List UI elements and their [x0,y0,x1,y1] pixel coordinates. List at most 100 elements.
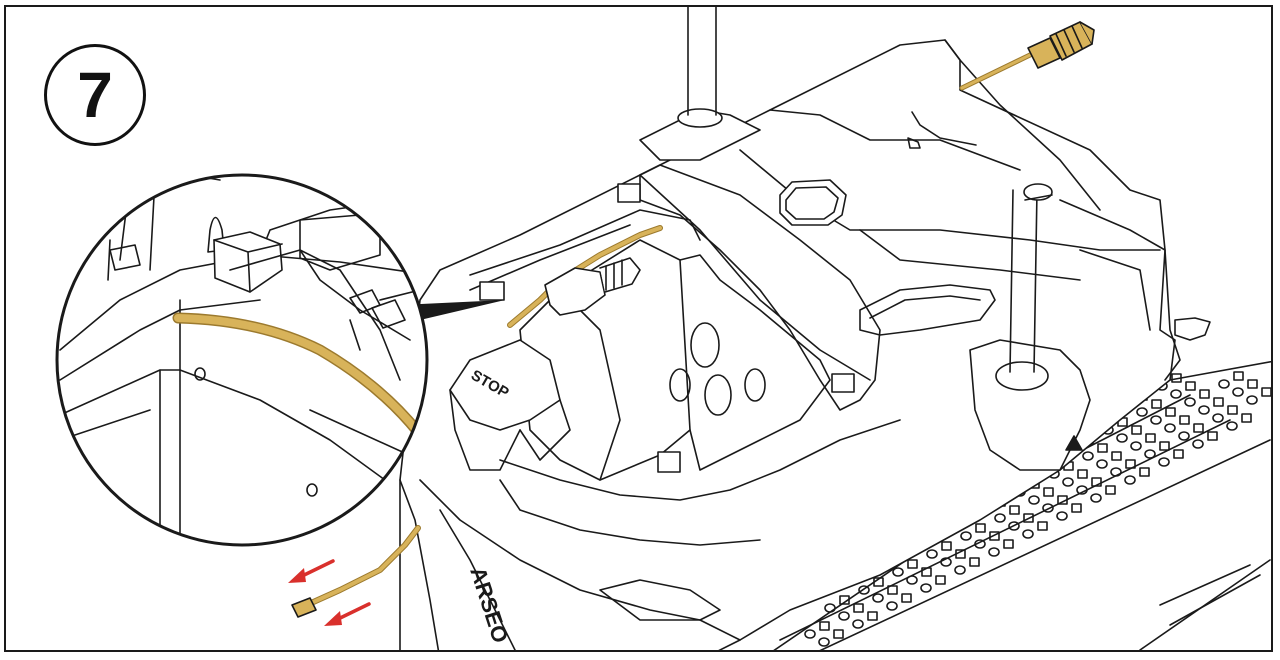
track-cleat [1247,379,1258,389]
track-stud [994,513,1006,523]
track-cleat [1023,513,1034,523]
track-stud [1056,511,1068,521]
track-stud [906,575,918,585]
track-stud [960,531,972,541]
track-stud [1198,405,1210,415]
track-stud [1110,467,1122,477]
track-cleat [1185,381,1196,391]
track-stud [920,583,932,593]
zoom-detail [55,173,429,547]
track-stud [1178,431,1190,441]
track-stud [838,611,850,621]
track-stud [1164,423,1176,433]
cable-end-connector [291,597,317,618]
track-cleat [873,577,884,587]
track-cleat [975,523,986,533]
track-cleat [1233,371,1244,381]
track-stud [1028,495,1040,505]
track-stud [1246,395,1258,405]
track-cleat [901,593,912,603]
track-stud [954,565,966,575]
track-cleat [1159,441,1170,451]
track-cleat [1199,389,1210,399]
track-cleat [1213,397,1224,407]
track-stud [1090,493,1102,503]
track-stud [1082,451,1094,461]
track-cleat [1261,387,1271,397]
track-cleat [1207,431,1218,441]
track-cleat [907,559,918,569]
track-cleat [1193,423,1204,433]
track-stud [824,603,836,613]
track-stud [886,601,898,611]
pull-arrow-icon [288,559,335,583]
track-cleat [955,549,966,559]
track-stud [1042,503,1054,513]
track-cleat [833,629,844,639]
track-stud [1150,415,1162,425]
track-stud [1218,379,1230,389]
step-number: 7 [77,59,113,131]
track-stud [1096,459,1108,469]
track-cleat [867,611,878,621]
track-stud [1130,441,1142,451]
track-stud [872,593,884,603]
track-stud [818,637,830,647]
track-stud [1136,407,1148,417]
track-stud [1226,421,1238,431]
track-cleat [1003,539,1014,549]
track-cleat [935,575,946,585]
track-cleat [1173,449,1184,459]
track-stud [1124,475,1136,485]
connector-plug [544,257,641,316]
track-stud [1116,433,1128,443]
illustration-frame [4,5,1273,652]
track-cleat [1165,407,1176,417]
track-cleat [853,603,864,613]
track-cleat [1097,443,1108,453]
track-stud [1232,387,1244,397]
track-stud [858,585,870,595]
left-antenna [639,7,761,161]
track-cleat [1043,487,1054,497]
track-stud [1062,477,1074,487]
track-cleat [1227,405,1238,415]
track-cleat [1131,425,1142,435]
track-cleat [1071,503,1082,513]
track-cleat [989,531,1000,541]
track-stud [1008,521,1020,531]
track-stud [974,539,986,549]
right-antenna [995,183,1053,391]
track-stud [1144,449,1156,459]
track-cleat [1241,413,1252,423]
track-cleat [1179,415,1190,425]
pull-arrow-icon [324,602,371,626]
track-stud [988,547,1000,557]
track-cleat [1077,469,1088,479]
track-cleat [941,541,952,551]
cable-connector-icon [1027,21,1095,69]
track-cleat [819,621,830,631]
track-stud [926,549,938,559]
track-stud [852,619,864,629]
track-stud [940,557,952,567]
track-cleat [1105,485,1116,495]
track-cleat [1125,459,1136,469]
track-cleat [887,585,898,595]
track-cleat [1057,495,1068,505]
track-cleat [1009,505,1020,515]
track-cleat [1111,451,1122,461]
track-stud [892,567,904,577]
track-cleat [1145,433,1156,443]
zoom-pointer [400,300,505,320]
track-cleat [1037,521,1048,531]
track-cleat [921,567,932,577]
track-stud [1076,485,1088,495]
track-cleat [1091,477,1102,487]
track-stud [804,629,816,639]
track-cleat [1171,373,1182,383]
track-stud [1184,397,1196,407]
track-stud [1022,529,1034,539]
